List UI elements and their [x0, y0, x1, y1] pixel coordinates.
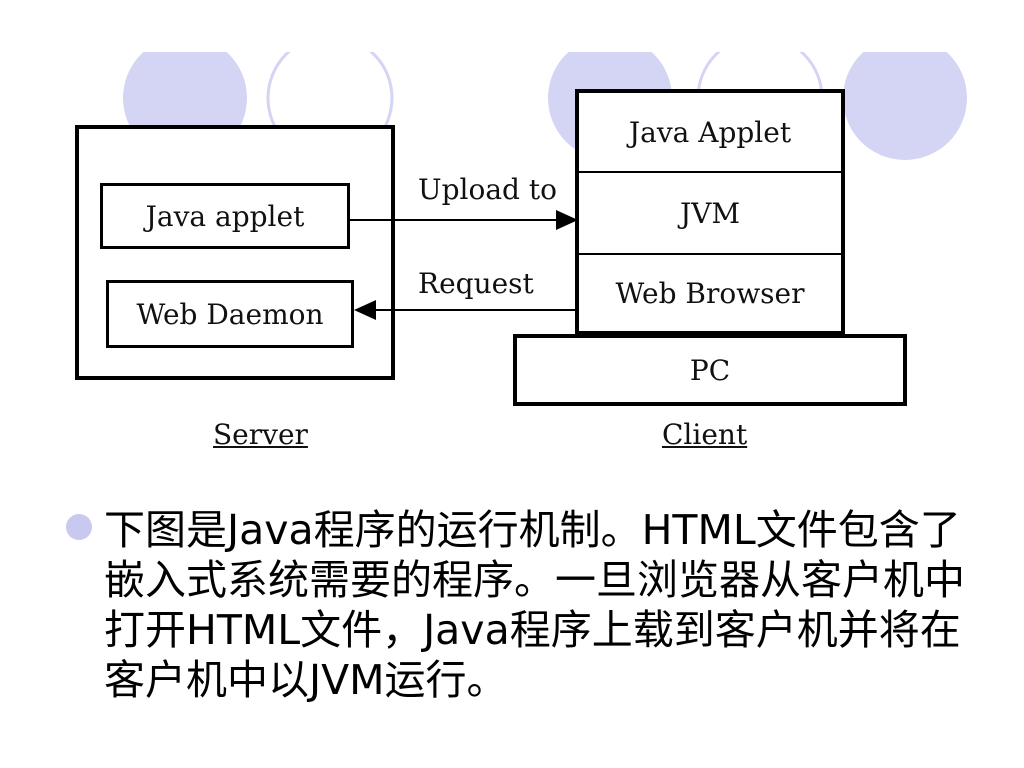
server-java-applet-box: Java applet [100, 183, 350, 249]
client-layer-web-browser: Web Browser [615, 276, 805, 310]
client-layer-java-applet: Java Applet [579, 93, 841, 173]
server-web-daemon-box: Web Daemon [106, 280, 354, 348]
client-pc-label: PC [689, 353, 731, 387]
bullet-icon [66, 514, 92, 540]
client-layer-jvm: JVM [579, 173, 841, 255]
upload-label: Upload to [418, 173, 557, 206]
server-caption: Server [213, 418, 308, 451]
decor-circle [843, 36, 967, 160]
client-stack: Java Applet JVM Web Browser [575, 89, 845, 335]
request-label: Request [418, 267, 534, 300]
client-pc-box: PC [513, 334, 907, 406]
client-caption: Client [662, 418, 748, 451]
bullet-text: 下图是Java程序的运行机制。HTML文件包含了嵌入式系统需要的程序。一旦浏览器… [104, 506, 965, 704]
